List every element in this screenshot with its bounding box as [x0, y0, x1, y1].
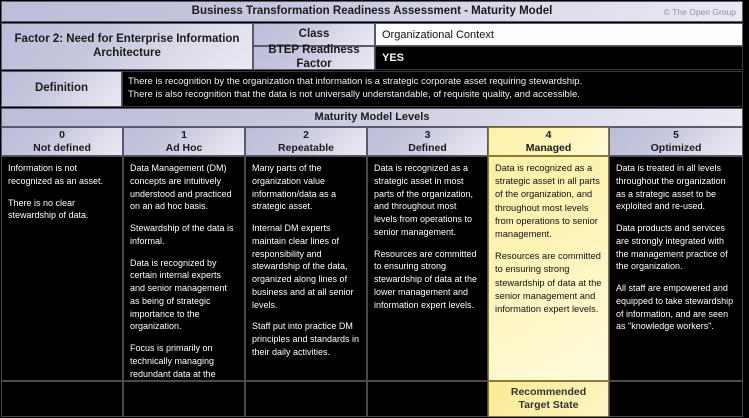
- maturity-level-number: 1: [181, 129, 187, 142]
- description-paragraph: Resources are committed to ensuring stro…: [495, 251, 602, 314]
- maturity-level-description-3: Data is recognized as a strategic asset …: [367, 156, 488, 381]
- definition-text: There is recognition by the organization…: [122, 71, 743, 107]
- description-paragraph: Data is treated in all levels throughout…: [616, 163, 726, 212]
- description-paragraph: Resources are committed to ensuring stro…: [374, 248, 478, 310]
- footer-cell-3: [367, 381, 488, 417]
- maturity-level-description-4: Data is recognized as a strategic asset …: [488, 156, 609, 381]
- maturity-level-number: 4: [545, 129, 552, 142]
- maturity-level-number: 5: [673, 129, 679, 142]
- maturity-level-description-2: Many parts of the organization value inf…: [245, 156, 367, 381]
- document-title-bar: Business Transformation Readiness Assess…: [1, 1, 743, 22]
- factor-name-cell: Factor 2: Need for Enterprise Informatio…: [1, 23, 253, 70]
- recommended-target-state-line-1: Recommended: [510, 386, 587, 399]
- class-label: Class: [253, 23, 375, 46]
- description-paragraph: Many parts of the organization value inf…: [252, 163, 337, 212]
- description-paragraph: Data products and services are strongly …: [616, 223, 728, 272]
- copyright-notice: © The Open Group: [663, 6, 736, 17]
- description-paragraph: Data is recognized by certain internal e…: [130, 257, 228, 332]
- description-paragraph: Data is recognized as a strategic asset …: [495, 163, 600, 239]
- description-paragraph: Data is recognized as a strategic asset …: [374, 163, 474, 237]
- maturity-level-description-0: Information is not recognized as an asse…: [1, 156, 123, 381]
- btep-readiness-factor-value: YES: [375, 46, 743, 70]
- description-paragraph: Stewardship of the data is informal.: [130, 223, 234, 246]
- description-paragraph: There is no clear stewardship of data.: [8, 197, 89, 221]
- maturity-level-name: Defined: [408, 141, 447, 154]
- description-paragraph: Data Management (DM) concepts are intuit…: [130, 163, 232, 212]
- class-value: Organizational Context: [375, 23, 743, 46]
- page-title: Business Transformation Readiness Assess…: [191, 4, 553, 17]
- maturity-level-name: Managed: [525, 141, 572, 154]
- footer-cell-5: [609, 381, 743, 417]
- maturity-level-name: Not defined: [33, 141, 91, 154]
- description-paragraph: All staff are empowered and equipped to …: [616, 283, 734, 332]
- description-paragraph: Focus is primarily on technically managi…: [130, 343, 216, 379]
- maturity-level-description-1: Data Management (DM) concepts are intuit…: [123, 156, 245, 381]
- description-paragraph: Information is not recognized as an asse…: [8, 163, 104, 186]
- btep-readiness-factor-label: BTEP Readiness Factor: [253, 44, 375, 70]
- maturity-level-name: Repeatable: [277, 141, 335, 154]
- definition-line-1: There is recognition by the organization…: [128, 76, 583, 88]
- description-paragraph: Staff put into practice DM principles an…: [252, 321, 360, 357]
- maturity-level-name: Ad Hoc: [165, 141, 203, 154]
- maturity-model-levels-banner: Maturity Model Levels: [1, 108, 743, 127]
- definition-label: Definition: [1, 71, 122, 107]
- definition-line-2: There is also recognition that the data …: [128, 89, 580, 100]
- footer-cell-2: [245, 381, 367, 417]
- maturity-level-number: 3: [424, 129, 431, 142]
- footer-cell-1: [123, 381, 245, 417]
- maturity-level-name: Optimized: [650, 141, 702, 154]
- description-paragraph: Internal DM experts maintain clear lines…: [252, 223, 354, 310]
- recommended-target-state-line-2: Target State: [518, 399, 579, 411]
- maturity-level-number: 0: [59, 129, 65, 142]
- maturity-level-description-5: Data is treated in all levels throughout…: [609, 156, 743, 381]
- maturity-level-number: 2: [303, 129, 309, 142]
- footer-cell-0: [1, 381, 123, 417]
